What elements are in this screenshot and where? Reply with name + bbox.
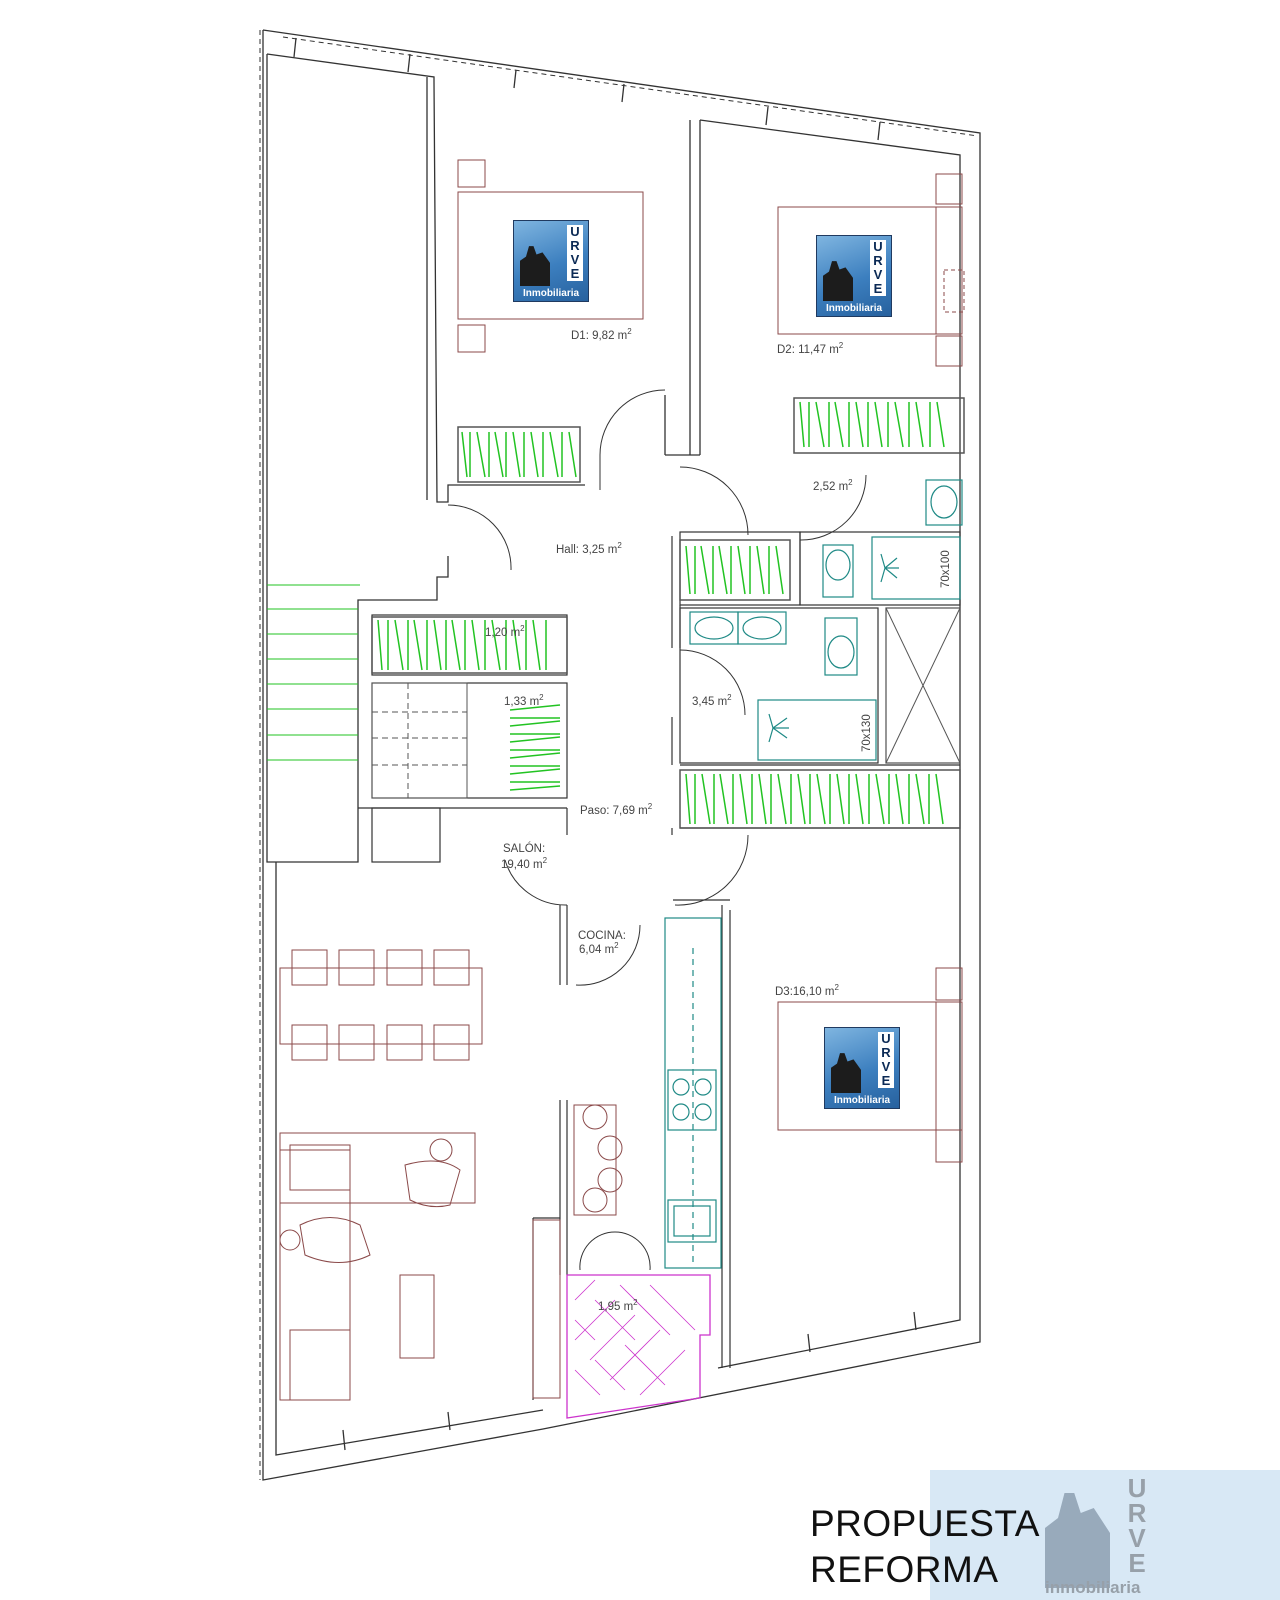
windows — [293, 37, 917, 1451]
building-logo-icon — [1045, 1493, 1110, 1588]
label-cocina-name: COCINA: — [578, 930, 626, 942]
door-swings — [447, 389, 867, 1271]
label-salon-name: SALÓN: — [503, 842, 545, 855]
closets — [371, 397, 965, 829]
label-paso: Paso: 7,69 m2 — [580, 802, 653, 817]
label-closet2: 1,33 m2 — [504, 693, 544, 708]
furniture-bedrooms — [457, 159, 965, 1163]
furniture-living — [279, 949, 623, 1401]
stairs — [267, 584, 360, 761]
terrace — [566, 1274, 711, 1419]
label-d1: D1: 9,82 m2 — [571, 327, 632, 342]
label-terrace: 1,95 m2 — [598, 1298, 638, 1313]
sanitary-fixtures — [664, 479, 963, 1269]
label-bath1: 2,52 m2 — [813, 478, 853, 493]
interior-walls — [358, 531, 961, 1400]
label-shower1: 70x100 — [940, 550, 952, 588]
label-shower2: 70x130 — [861, 714, 873, 752]
title-line-2: REFORMA — [810, 1549, 999, 1590]
label-salon-area: 19,40 m2 — [501, 856, 548, 871]
label-hall: Hall: 3,25 m2 — [556, 541, 622, 556]
label-bath2: 3,45 m2 — [692, 693, 732, 708]
label-cocina-area: 6,04 m2 — [579, 941, 619, 956]
label-d2: D2: 11,47 m2 — [777, 341, 844, 356]
storage-dashed — [371, 607, 961, 799]
label-d3: D3:16,10 m2 — [775, 983, 839, 998]
label-closet1: 1,20 m2 — [485, 624, 525, 639]
title-line-1: PROPUESTA — [810, 1503, 1040, 1544]
room-labels: D1: 9,82 m2 D2: 11,47 m2 2,52 m2 Hall: 3… — [485, 327, 952, 1313]
